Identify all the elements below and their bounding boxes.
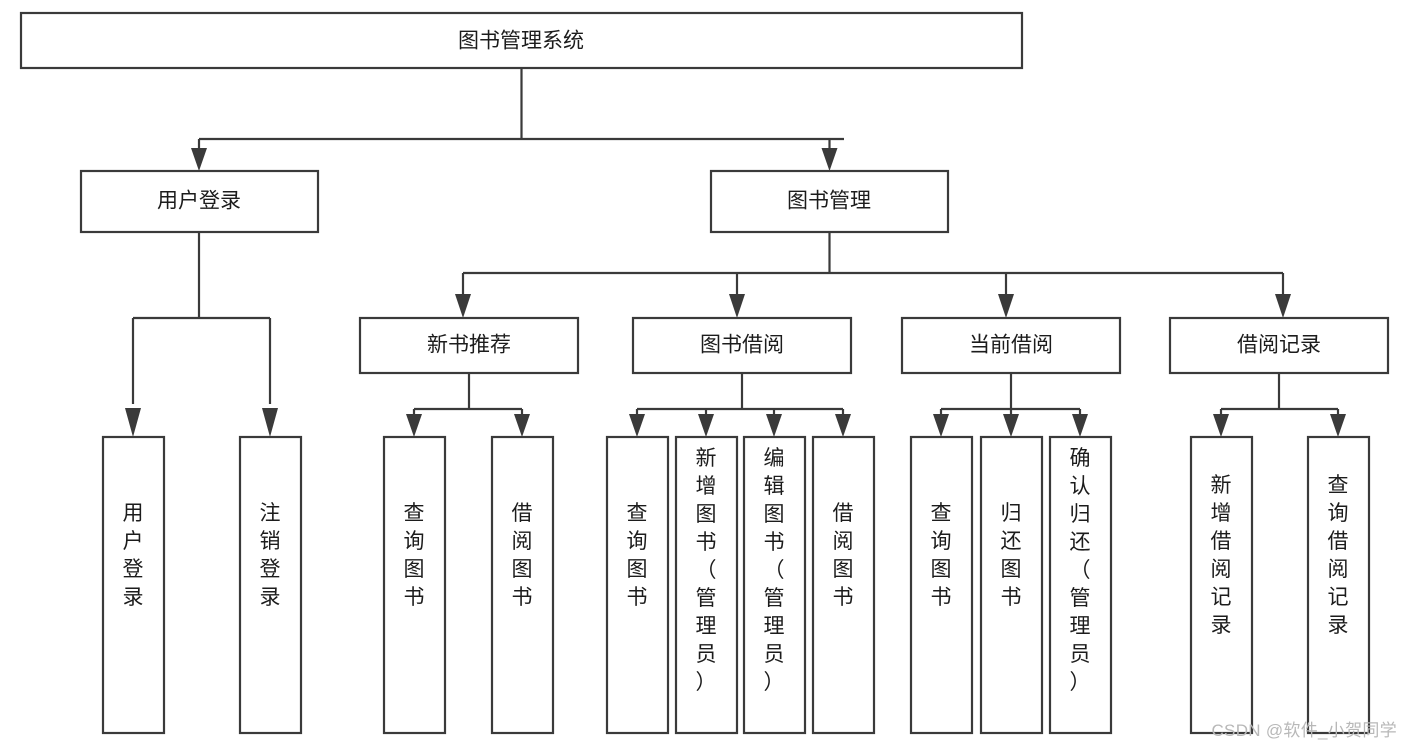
node-borrow-records-label: 借阅记录 (1237, 334, 1321, 357)
node-book-borrow[interactable]: 图书借阅 (631, 316, 853, 375)
arrow-head-leaf-5 (629, 414, 645, 437)
node-borrow-records[interactable]: 借阅记录 (1168, 316, 1390, 375)
node-leaf[interactable]: 借阅图书 (490, 435, 555, 735)
node-leaf-label: 新增借阅记录 (1211, 474, 1232, 637)
node-leaf-label: 借阅图书 (512, 502, 533, 609)
arrow-head-leaf-6 (698, 414, 714, 437)
node-leaf-box[interactable] (101, 435, 166, 735)
arrow-head-leaf-4 (514, 414, 530, 437)
node-new-book-recommend-label: 新书推荐 (427, 334, 511, 357)
node-leaf-box[interactable] (674, 435, 739, 735)
node-book-management-label: 图书管理 (787, 190, 871, 213)
node-leaf[interactable]: 归还图书 (979, 435, 1044, 735)
node-leaf[interactable]: 新增借阅记录 (1189, 435, 1254, 735)
node-leaf-label: 用户登录 (123, 502, 144, 609)
node-leaf-box[interactable] (1189, 435, 1254, 735)
node-leaf-label: 查询图书 (404, 502, 425, 609)
node-new-book-recommend[interactable]: 新书推荐 (358, 316, 580, 375)
node-leaf-label: 查询图书 (627, 502, 648, 609)
node-leaf[interactable]: 新增图书（管理员） (674, 435, 739, 735)
arrow-head-leaf-10 (1003, 414, 1019, 437)
node-leaf-label: 借阅图书 (833, 502, 854, 609)
node-leaf-box[interactable] (605, 435, 670, 735)
node-current-borrow[interactable]: 当前借阅 (900, 316, 1122, 375)
node-leaf-box[interactable] (382, 435, 447, 735)
node-book-borrow-label: 图书借阅 (700, 334, 784, 357)
arrow-head-leaf-13 (1330, 414, 1346, 437)
node-leaf-label: 归还图书 (1001, 502, 1022, 609)
node-new-book-recommend-box[interactable] (358, 316, 580, 375)
node-leaf-box[interactable] (1048, 435, 1113, 735)
node-leaf[interactable]: 查询借阅记录 (1306, 435, 1371, 735)
node-root-box[interactable] (19, 11, 1024, 70)
node-leaf[interactable]: 确认归还（管理员） (1048, 435, 1113, 735)
node-root[interactable]: 图书管理系统 (19, 11, 1024, 70)
node-leaf-box[interactable] (1306, 435, 1371, 735)
node-leaf-label: 新增图书（管理员） (696, 447, 717, 694)
node-leaf[interactable]: 用户登录 (101, 435, 166, 735)
node-leaf[interactable]: 查询图书 (909, 435, 974, 735)
node-book-borrow-box[interactable] (631, 316, 853, 375)
node-leaf-box[interactable] (238, 435, 303, 735)
node-book-management[interactable]: 图书管理 (709, 169, 950, 234)
arrow-head-leaf-9 (933, 414, 949, 437)
arrow-head-leaf-11 (1072, 414, 1088, 437)
node-leaf[interactable]: 借阅图书 (811, 435, 876, 735)
node-leaf-label: 查询借阅记录 (1328, 474, 1349, 637)
arrow-head-current (998, 294, 1014, 318)
node-leaf-label: 查询图书 (931, 502, 952, 609)
node-leaf-label: 确认归还（管理员） (1070, 447, 1091, 694)
arrow-head-records (1275, 294, 1291, 318)
node-current-borrow-label: 当前借阅 (969, 334, 1053, 357)
arrow-head-leaf-8 (835, 414, 851, 437)
arrow-head-new-book (455, 294, 471, 318)
arrow-head-borrow (729, 294, 745, 318)
node-leaf-label: 编辑图书（管理员） (764, 447, 785, 694)
node-borrow-records-box[interactable] (1168, 316, 1390, 375)
node-leaf[interactable]: 查询图书 (605, 435, 670, 735)
arrow-head-leaf-7 (766, 414, 782, 437)
arrow-head-book-manage (821, 148, 838, 171)
node-leaf-box[interactable] (490, 435, 555, 735)
arrow-head-leaf-3 (406, 414, 422, 437)
node-user-login[interactable]: 用户登录 (79, 169, 320, 234)
node-root-label: 图书管理系统 (458, 30, 584, 53)
arrow-head-leaf-1 (125, 408, 141, 437)
node-leaf[interactable]: 注销登录 (238, 435, 303, 735)
node-leaf-label: 注销登录 (260, 502, 281, 609)
node-leaf[interactable]: 编辑图书（管理员） (742, 435, 807, 735)
node-user-login-box[interactable] (79, 169, 320, 234)
node-book-management-box[interactable] (709, 169, 950, 234)
node-leaf-box[interactable] (811, 435, 876, 735)
node-user-login-label: 用户登录 (157, 190, 241, 213)
arrow-head-leaf-2 (262, 408, 278, 437)
node-leaf-box[interactable] (909, 435, 974, 735)
arrow-head-user-login (191, 148, 207, 171)
node-leaf-box[interactable] (742, 435, 807, 735)
csdn-watermark: CSDN @软件_小贺同学 (1211, 721, 1397, 740)
node-leaf-box[interactable] (979, 435, 1044, 735)
connector-layer (125, 68, 1346, 437)
arrow-head-leaf-12 (1213, 414, 1229, 437)
node-current-borrow-box[interactable] (900, 316, 1122, 375)
node-leaf[interactable]: 查询图书 (382, 435, 447, 735)
